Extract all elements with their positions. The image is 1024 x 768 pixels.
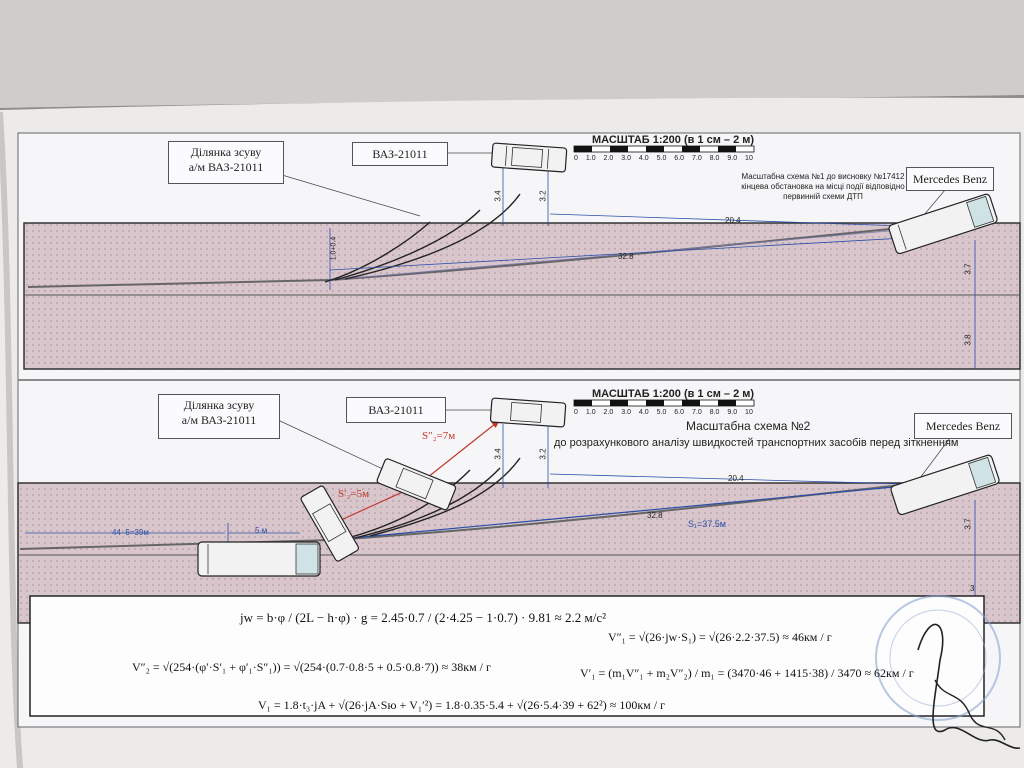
scale-bar-scheme2 (573, 399, 755, 407)
dim-5m-scheme2: 5 м (255, 526, 268, 535)
road-scheme1 (23, 222, 1021, 370)
dim-skid-scheme1: 1.0+0.4 (330, 236, 338, 261)
dim-20-4-scheme2: 20.4 (728, 474, 744, 483)
caption-scheme2-subtitle: до розрахункового аналізу швидкостей тра… (554, 437, 959, 449)
scale-title-scheme1: МАСШТАБ 1:200 (в 1 см – 2 м) (592, 134, 755, 146)
dim-3-scheme2: 3 (970, 584, 975, 593)
tick: 0 (574, 409, 578, 416)
tick: 9.0 (727, 155, 738, 162)
mercedes-label-scheme1: Mercedes Benz (906, 167, 994, 191)
scale-ticks-scheme1: 0 1.0 2.0 3.0 4.0 5.0 6.0 7.0 8.0 9.0 10 (574, 155, 753, 162)
tick: 0 (574, 155, 578, 162)
tick: 3.0 (621, 155, 631, 162)
tick: 8.0 (709, 409, 720, 416)
skid-label-line1: Ділянка зсуву (190, 145, 262, 159)
tick: 8.0 (709, 155, 720, 162)
scale-ticks-scheme2: 0 1.0 2.0 3.0 4.0 5.0 6.0 7.0 8.0 9.0 10 (574, 409, 753, 416)
formula-v1p: V′₁ = (m₁V″₁ + m₂V″₂) / m₁ = (3470·46 + … (580, 666, 914, 680)
dim-3-4-scheme1: 3.4 (493, 190, 503, 202)
mercedes-van-scheme2-final (890, 454, 1000, 516)
tick: 4.0 (638, 155, 649, 162)
dim-20-4-scheme1: 20.4 (725, 216, 741, 225)
dim-s1-scheme2: S₁=37.5м (688, 519, 726, 529)
mercedes-van-scheme2-impact (197, 541, 321, 577)
tick: 10 (745, 155, 753, 162)
caption-line2: кінцева обстановка на місці події відпов… (741, 182, 905, 191)
dim-braking-scheme2: 44–5=39м (112, 528, 149, 537)
vaz-car-scheme2-impact (300, 485, 360, 562)
dim-3-7-scheme1: 3.7 (963, 263, 973, 275)
tick: 7.0 (691, 409, 702, 416)
dim-3-8-scheme1: 3.8 (963, 334, 973, 346)
skid-label-scheme2: Ділянка зсуву а/м ВАЗ-21011 (158, 394, 280, 439)
dim-32-8-scheme2: 32.8 (647, 511, 663, 520)
skid-label-line2: а/м ВАЗ-21011 (181, 413, 257, 427)
formula-v2pp: V″₂ = √(254·(φ′·S′₁ + φ′₁·S″₁)) = √(254·… (132, 660, 491, 674)
tick: 2.0 (603, 155, 614, 162)
skid-label-scheme1: Ділянка зсуву а/м ВАЗ-21011 (168, 141, 284, 184)
formula-v1pp: V″₁ = √(26·jw·S₁) = √(26·2.2·37.5) ≈ 46к… (608, 630, 832, 644)
tick: 1.0 (585, 155, 596, 162)
mercedes-label-scheme2: Mercedes Benz (914, 413, 1012, 439)
tick: 6.0 (674, 409, 685, 416)
scale-title-scheme2: МАСШТАБ 1:200 (в 1 см – 2 м) (592, 388, 755, 400)
stamp-seal (875, 595, 1001, 721)
vaz-car-scheme1 (490, 142, 568, 173)
scale-bar-scheme1 (573, 145, 755, 153)
tick: 5.0 (656, 155, 667, 162)
dim-3-7-scheme2: 3.7 (963, 518, 973, 530)
skid-label-line2: а/м ВАЗ-21011 (188, 160, 264, 174)
vaz-car-scheme2-final (489, 397, 567, 428)
vaz-label-scheme2: ВАЗ-21011 (346, 397, 446, 423)
caption-line1: Масштабна схема №1 до висновку №17412 (741, 172, 905, 181)
tick: 3.0 (621, 409, 631, 416)
tick: 2.0 (603, 409, 614, 416)
dim-3-2-scheme1: 3.2 (538, 190, 548, 202)
tick: 10 (745, 409, 753, 416)
tick: 9.0 (727, 409, 738, 416)
tick: 6.0 (674, 155, 685, 162)
formula-v1: V₁ = 1.8·t₃·jA + √(26·jA·Sю + V₁′²) = 1.… (258, 698, 666, 712)
caption-scheme1: Масштабна схема №1 до висновку №17412 кі… (738, 172, 908, 202)
dim-s2p-scheme2: S′₂=5м (338, 488, 370, 500)
tick: 5.0 (656, 409, 667, 416)
caption-line3: первинній схеми ДТП (783, 192, 863, 201)
dim-3-4-scheme2: 3.4 (493, 448, 503, 460)
signature (917, 623, 1021, 749)
dim-3-2-scheme2: 3.2 (538, 448, 548, 460)
mercedes-van-scheme1 (888, 193, 998, 255)
caption-scheme2-title: Масштабна схема №2 (686, 419, 811, 433)
vaz-car-scheme2-mid (376, 458, 457, 511)
vaz-label-scheme1: ВАЗ-21011 (352, 142, 448, 166)
dim-32-8-scheme1: 32.8 (618, 252, 634, 261)
tick: 1.0 (585, 409, 596, 416)
formula-jw: jw = b·φ / (2L − h·φ) · g = 2.45·0.7 / (… (240, 610, 607, 625)
dim-s2pp-scheme2: S″₂=7м (422, 430, 456, 442)
formula-box (29, 595, 985, 717)
skid-label-line1: Ділянка зсуву (183, 398, 255, 412)
tick: 4.0 (638, 409, 649, 416)
tick: 7.0 (691, 155, 702, 162)
previous-page (0, 0, 1024, 108)
